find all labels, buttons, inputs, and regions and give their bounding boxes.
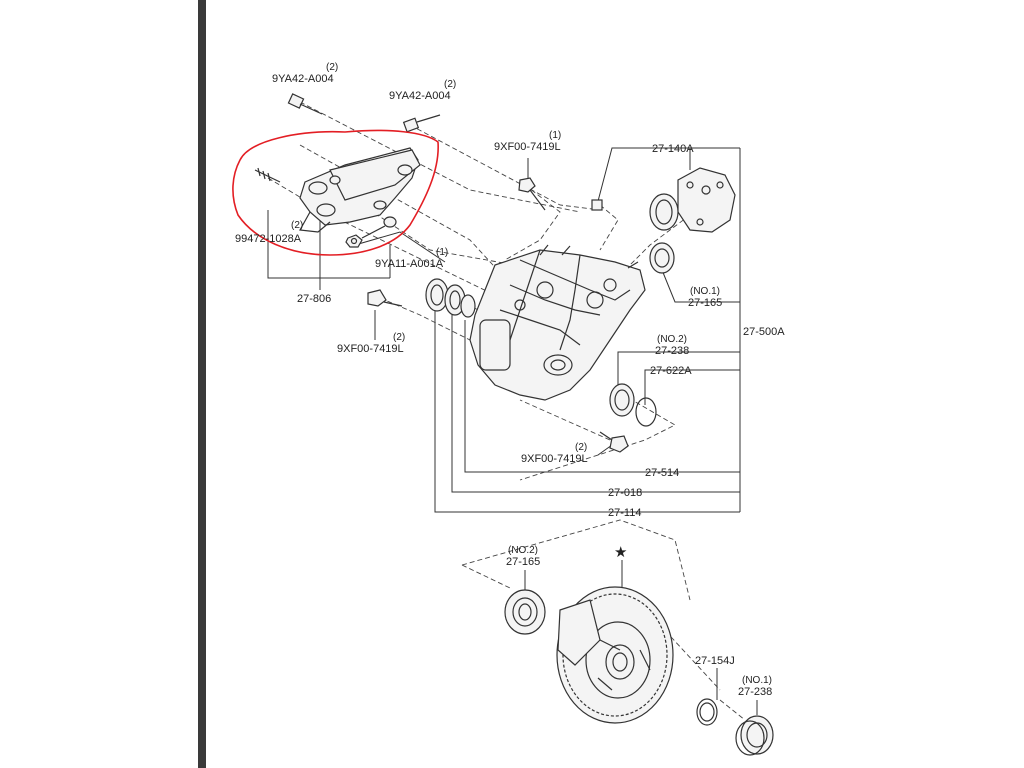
bolt-9ya42-left [287,93,323,115]
label-27-114: 27-114 [608,507,641,519]
label-165-no1: 27-165 [688,297,722,309]
label-27-018: 27-018 [608,487,642,499]
label-27-622a: 27-622A [650,365,692,377]
bolt-9ya11-long [361,216,397,239]
qty-165-no2: (NO.2) [508,545,538,556]
qty-238-no1: (NO.1) [742,675,772,686]
label-27-140a: 27-140A [652,143,694,155]
plug-small [591,199,603,211]
rings-238-622a [609,383,657,427]
bolt-9ya42-right [402,114,441,133]
label-238-no2: 27-238 [655,345,689,357]
label-9ya42-left: 9YA42-A004 [272,73,334,85]
transfer-case-housing [469,244,646,401]
left-border-bar [198,0,206,768]
label-27-500a: 27-500A [743,326,785,338]
seal-27-165-no1 [649,242,675,274]
label-99472: 99472-1028A [235,233,302,245]
label-165-no2: 27-165 [506,556,540,568]
star-mark: ★ [614,544,627,561]
engine-mount-bracket [299,147,421,233]
qty-9ya42-right: (2) [444,79,456,90]
qty-9xf00-left: (2) [393,332,405,343]
label-9xf00-bottom: 9XF00-7419L [521,453,588,465]
qty-9xf00-top: (1) [549,130,561,141]
qty-165-no1: (NO.1) [690,286,720,297]
label-27-514: 27-514 [645,467,679,479]
nut-9ya11 [345,234,363,248]
qty-9xf00-bottom: (2) [575,442,587,453]
differential-ring-gear [556,586,674,724]
bolt-9xf00-top [518,177,546,211]
label-9xf00-left: 9XF00-7419L [337,343,404,355]
label-9xf00-top: 9XF00-7419L [494,141,561,153]
seal-set-left [425,278,476,318]
label-9ya11: 9YA11-A001A [375,258,444,270]
shim-27-154j [696,698,718,726]
cover-27-140a [649,167,736,233]
qty-99472: (2) [291,220,303,231]
label-27-154j: 27-154J [695,655,735,667]
bolt-9xf00-bottom [599,431,629,453]
label-238-no1: 27-238 [738,686,772,698]
seal-27-165-no2 [504,589,546,635]
stud-99472 [254,167,281,183]
highlight-circle [232,129,439,256]
label-9ya42-right: 9YA42-A004 [389,90,451,102]
qty-9ya11: (1) [436,247,448,258]
leader-lines [267,147,758,715]
fasteners [254,93,629,453]
label-27-806: 27-806 [297,293,331,305]
qty-9ya42-left: (2) [326,62,338,73]
callout-labels: (2) 9YA42-A004 (2) 9YA42-A004 (1) 9XF00-… [235,62,785,698]
bearing-27-238-no1 [735,715,774,756]
qty-238-no2: (NO.2) [657,334,687,345]
bolt-9xf00-left [367,289,403,307]
